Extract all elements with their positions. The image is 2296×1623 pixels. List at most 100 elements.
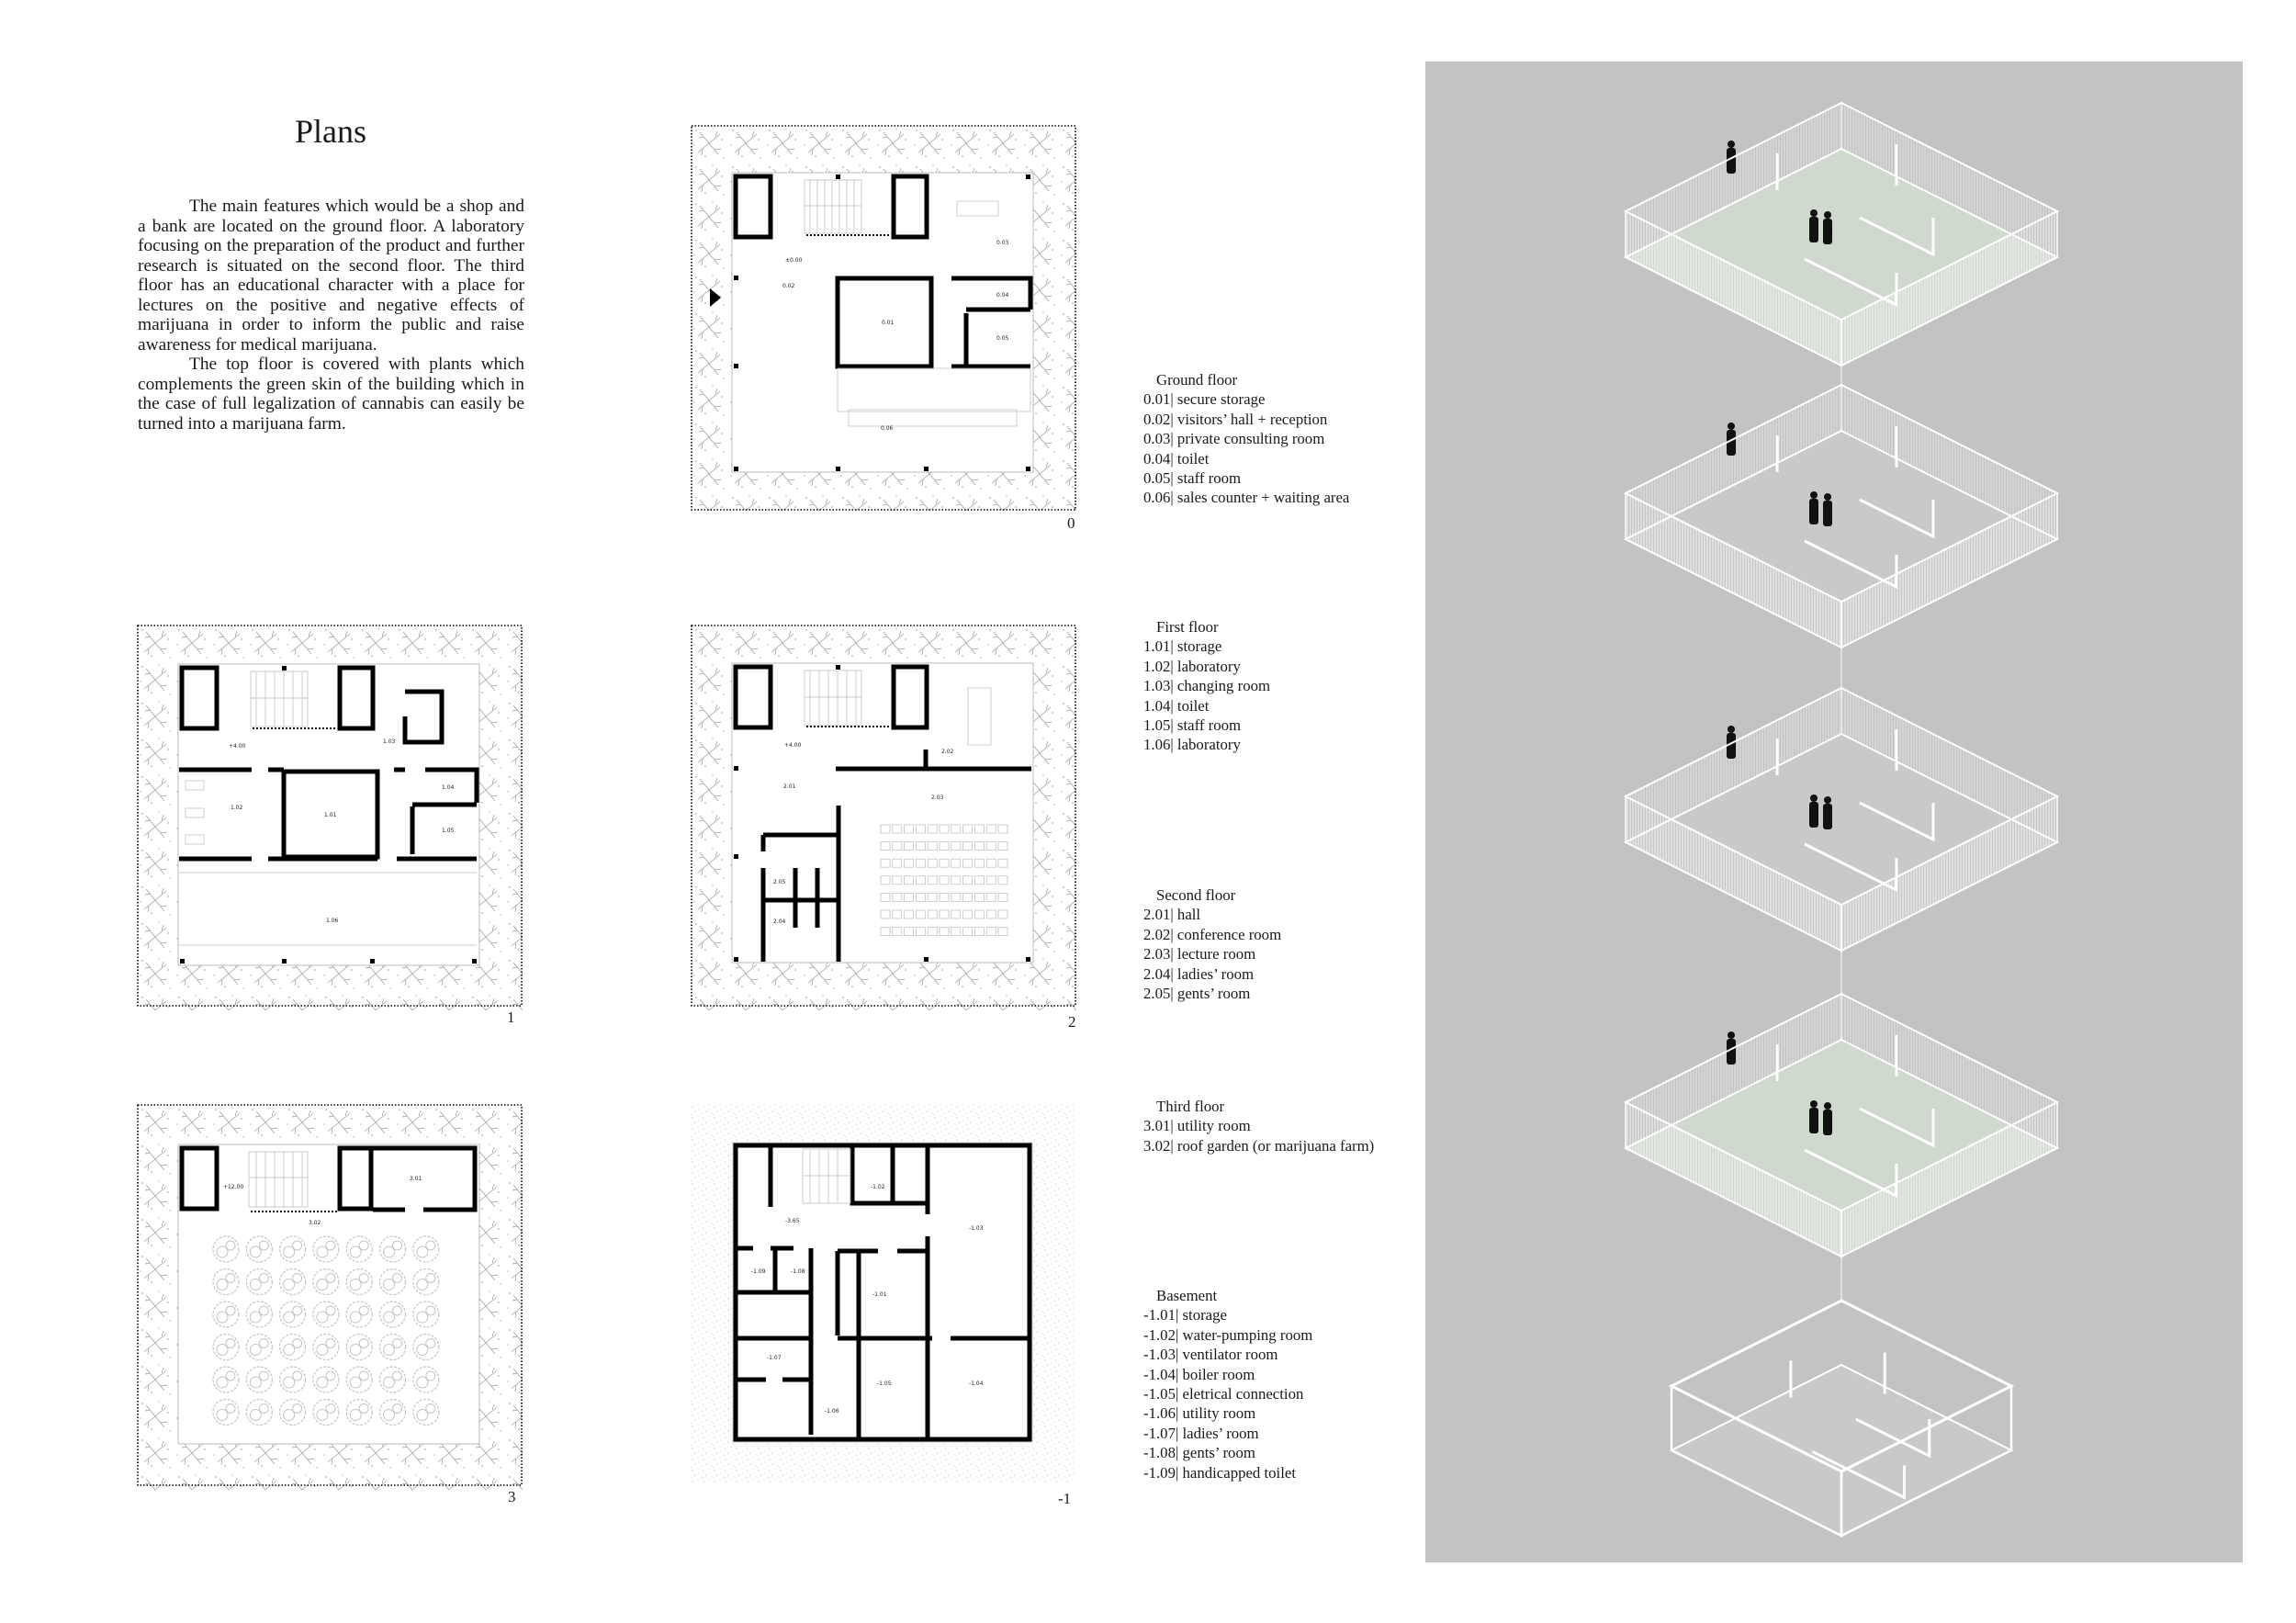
seat	[892, 909, 903, 919]
seat	[904, 927, 914, 936]
basement-top-edge	[1668, 1299, 2015, 1473]
seat	[951, 893, 962, 902]
seat	[997, 909, 1008, 919]
seat	[974, 909, 985, 919]
seat	[927, 875, 938, 885]
plant-icon	[279, 1366, 307, 1393]
plant-icon	[245, 1333, 273, 1361]
plant-icon	[412, 1366, 440, 1393]
plant-icon	[245, 1398, 273, 1426]
room-label: 1.04	[442, 784, 455, 791]
room-label: -1.06	[825, 1408, 839, 1414]
seat	[892, 927, 903, 936]
seat	[880, 858, 891, 868]
plant-icon	[378, 1235, 407, 1263]
level-mark: +12.00	[223, 1184, 243, 1190]
seat	[985, 824, 996, 834]
room-label: -1.04	[969, 1381, 984, 1387]
legend-item: 2.04| ladies’ room	[1143, 964, 1255, 983]
basement-plan: -3.65 -1.01 -1.02 -1.03 -1.04 -1.05 -1.0…	[691, 1104, 1076, 1490]
seat	[880, 824, 891, 834]
seat	[880, 893, 891, 902]
plant-icon	[378, 1268, 407, 1296]
legend-basement: Basement-1.01| storage-1.02| water-pumpi…	[1143, 1286, 1382, 1482]
seat	[916, 841, 926, 851]
legend-item: 3.01| utility room	[1143, 1117, 1251, 1135]
iso-roof-garden	[1623, 101, 2060, 367]
plant-icon	[212, 1366, 240, 1393]
seat	[997, 841, 1008, 851]
plant-icon	[245, 1301, 273, 1328]
facade-back-left	[1626, 994, 1841, 1148]
room-label: 0.03	[996, 240, 1009, 246]
first-floor-plan: +4.00 1.01 1.02 1.03 1.04 1.05 1.06	[137, 625, 523, 1010]
legend-item: -1.05| eletrical connection	[1143, 1385, 1304, 1403]
room-label: 1.06	[326, 918, 339, 924]
plant-icon	[345, 1235, 373, 1263]
intro-text: The main features which would be a shop …	[138, 197, 524, 434]
legend-item: 0.06| sales counter + waiting area	[1143, 489, 1350, 507]
seat	[927, 927, 938, 936]
seat	[951, 858, 962, 868]
intro-paragraph: The main features which would be a shop …	[138, 197, 524, 355]
facade-top-edge	[1623, 686, 2060, 907]
legend-item: -1.06| utility room	[1143, 1404, 1256, 1423]
person-silhouette-icon	[1809, 209, 1818, 242]
legend-item: 2.02| conference room	[1143, 925, 1282, 943]
legend-heading: Basement	[1156, 1287, 1218, 1304]
legend-item: 2.05| gents’ room	[1143, 985, 1251, 1003]
plant-icon	[378, 1398, 407, 1426]
plant-icon	[345, 1301, 373, 1328]
page-title: Plans	[294, 113, 366, 150]
seat	[974, 824, 985, 834]
legend-item: 1.05| staff room	[1143, 716, 1242, 735]
room-label: -1.05	[877, 1381, 892, 1387]
room-label: -1.08	[791, 1268, 805, 1275]
room-label: -1.01	[872, 1291, 887, 1298]
plant-icon	[279, 1301, 307, 1328]
seat	[927, 858, 938, 868]
seat	[892, 858, 903, 868]
plant-icon	[345, 1268, 373, 1296]
facade-back-left	[1626, 385, 1841, 539]
interior-walls	[1775, 144, 1935, 308]
room-label: 0.01	[882, 320, 895, 326]
isometric-exploded-view	[1425, 62, 2243, 1562]
seat	[951, 824, 962, 834]
room-label: 0.02	[782, 283, 795, 289]
seat	[951, 841, 962, 851]
iso-ground-floor	[1623, 992, 2060, 1258]
seat	[974, 927, 985, 936]
seat	[962, 841, 973, 851]
seat	[985, 875, 996, 885]
level-mark: +4.00	[229, 743, 246, 750]
legend-item: 0.04| toilet	[1143, 449, 1210, 468]
seat	[927, 893, 938, 902]
seat	[904, 875, 914, 885]
seat	[927, 841, 938, 851]
legend-item: 1.06| laboratory	[1143, 736, 1241, 754]
seat	[962, 893, 973, 902]
plant-icon	[212, 1301, 240, 1328]
facade-top-edge	[1623, 383, 2060, 603]
plant-icon	[312, 1398, 340, 1426]
iso-basement	[1668, 1299, 2015, 1538]
seat	[939, 909, 950, 919]
legend-item: -1.08| gents’ room	[1143, 1444, 1255, 1462]
plant-icon	[312, 1235, 340, 1263]
plant-icon	[212, 1398, 240, 1426]
interior-walls	[1775, 426, 1935, 590]
seat	[974, 858, 985, 868]
seat	[904, 858, 914, 868]
seat	[892, 841, 903, 851]
plant-icon	[212, 1333, 240, 1361]
legend-item: 0.01| secure storage	[1143, 390, 1266, 409]
legend-item: -1.02| water-pumping room	[1143, 1325, 1313, 1344]
lecture-seats	[880, 824, 1008, 936]
entrance-arrow-icon	[710, 288, 721, 307]
person-silhouette-icon	[1809, 795, 1818, 828]
room-label: 0.06	[881, 425, 894, 432]
